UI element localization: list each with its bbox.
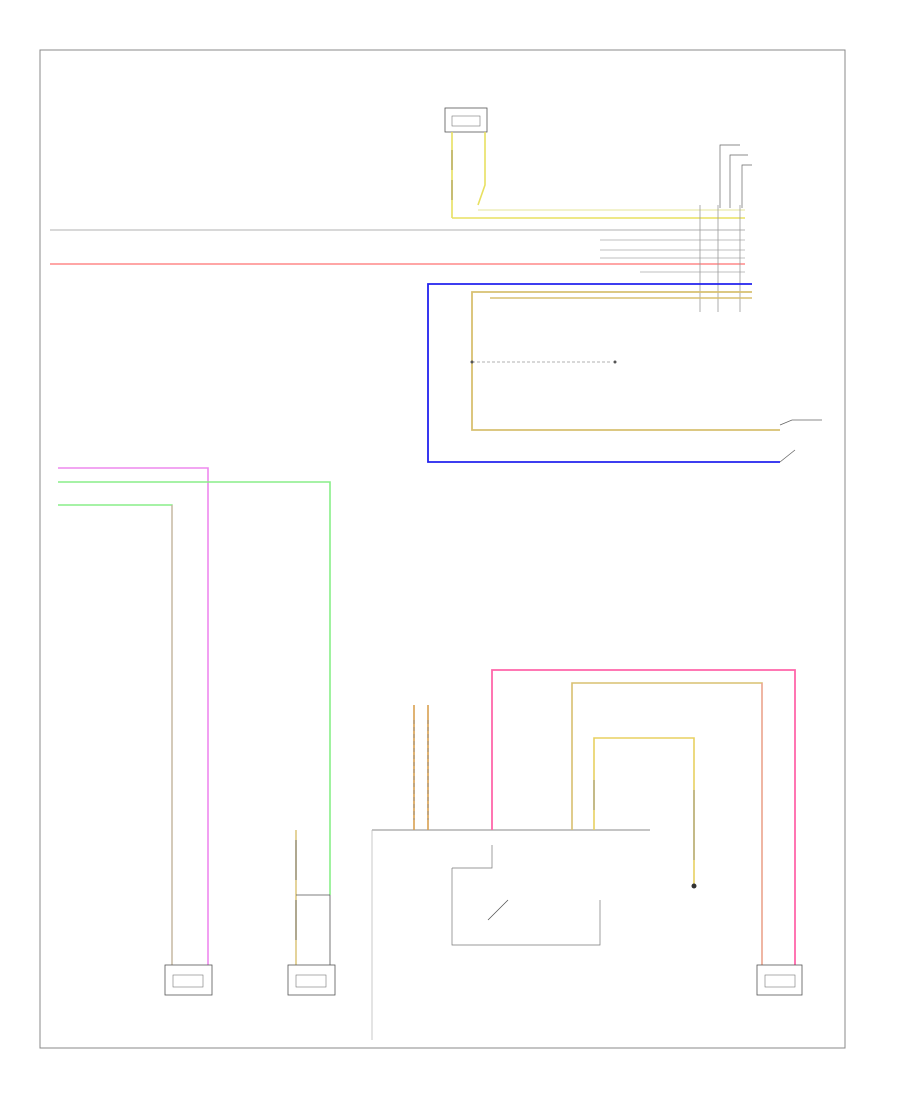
wire-yellow-inner-dark (593, 780, 695, 860)
diagram-frame (39, 49, 846, 1049)
connector-column-marks (699, 205, 741, 312)
module-right-bottom-body (756, 964, 803, 996)
callout-top-right (719, 144, 752, 208)
sensor-lead-right (477, 132, 486, 206)
wire-yellow-inner (593, 737, 695, 885)
sensor-left-bottom-inner (172, 974, 204, 988)
wire-mid-sensor-green (296, 894, 331, 965)
branch-end-node (613, 360, 617, 364)
wire-tan-right (571, 682, 763, 965)
wire-tan-1 (471, 291, 780, 431)
module-right-bottom-inner (764, 974, 796, 988)
sensor-mid-bottom (287, 964, 336, 996)
sensor-left-bottom (164, 964, 213, 996)
sensor-mid-bottom-inner (295, 974, 327, 988)
module-right-bottom (756, 964, 803, 996)
top-sensor-inner (451, 115, 481, 127)
wire-pink-right (491, 669, 796, 965)
wire-blue (427, 283, 780, 463)
wire-green-long (58, 481, 331, 895)
module-right-stub (779, 419, 822, 463)
sensor-left-bottom-body (164, 964, 213, 996)
top-sensor-body (444, 107, 488, 133)
wire-cluster-connector-overlay (413, 720, 429, 820)
wire-green-short (58, 504, 173, 965)
cluster-inner-box (451, 845, 601, 946)
top-sensor (444, 107, 488, 133)
wire-magenta-left (58, 467, 209, 965)
sensor-mid-bottom-body (287, 964, 336, 996)
cluster-switch (487, 899, 509, 921)
branch-node (470, 360, 474, 364)
ground-node (691, 883, 697, 889)
